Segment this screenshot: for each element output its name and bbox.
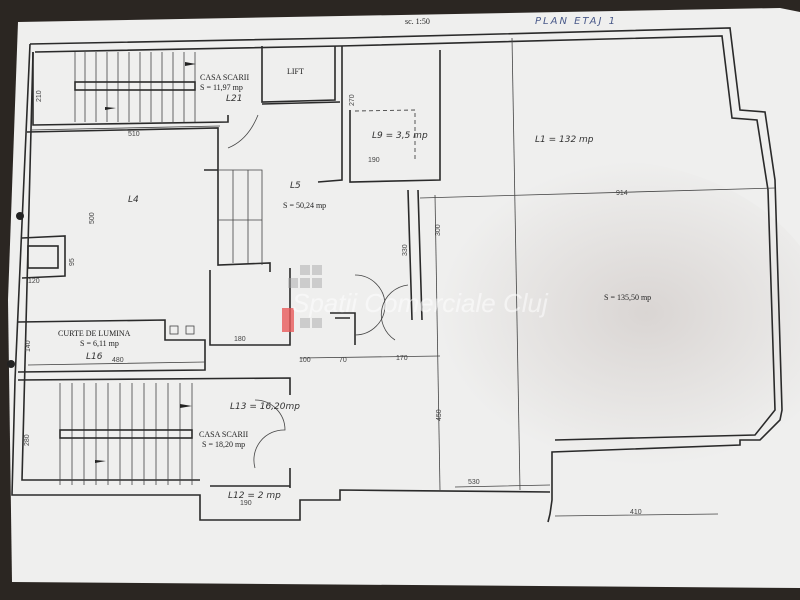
pin-dot (16, 212, 24, 220)
svg-text:270: 270 (349, 94, 356, 106)
svg-text:180: 180 (234, 336, 246, 343)
stair-bottom-name: CASA SCARII (199, 430, 248, 439)
svg-text:170: 170 (396, 355, 408, 362)
l9-label: L9 = 3,5 mp (372, 131, 428, 141)
svg-text:280: 280 (24, 434, 31, 446)
svg-text:510: 510 (128, 131, 140, 138)
svg-text:190: 190 (368, 157, 380, 164)
svg-text:480: 480 (112, 357, 124, 364)
stair-inner (218, 169, 263, 265)
svg-text:100: 100 (299, 357, 311, 364)
pin-dot (7, 360, 15, 368)
shadow (370, 160, 800, 500)
courtyard-name: CURTE DE LUMINA (58, 329, 131, 338)
lift-label: LIFT (287, 67, 304, 76)
svg-text:410: 410 (630, 509, 642, 516)
stair-top-name: CASA SCARII (200, 73, 249, 82)
courtyard-code: L16 (86, 352, 103, 362)
stair-bottom (59, 383, 193, 485)
stair-top-area: S = 11,97 mp (200, 83, 243, 92)
svg-text:330: 330 (402, 244, 409, 256)
l5-area: S = 50,24 mp (283, 201, 326, 210)
svg-text:140: 140 (25, 340, 32, 352)
walls (11, 27, 783, 523)
stair-top (74, 52, 196, 122)
watermark-text: Spatii Comerciale Cluj (292, 288, 549, 318)
svg-text:450: 450 (436, 409, 443, 421)
plan-title: PLAN ETAJ 1 (535, 16, 617, 27)
l1-area: S = 135,50 mp (604, 293, 651, 302)
l5-code: L5 (290, 181, 301, 191)
svg-text:120: 120 (28, 278, 40, 285)
courtyard-area: S = 6,11 mp (80, 339, 119, 348)
l4-code: L4 (128, 195, 139, 205)
scale-label: sc. 1:50 (405, 17, 430, 26)
stair-bottom-label: L13 = 16,20mp (230, 402, 300, 412)
watermark-logo: Spatii Comerciale Cluj (282, 265, 549, 332)
svg-text:300: 300 (435, 224, 442, 236)
doors (227, 114, 409, 469)
svg-text:500: 500 (89, 212, 96, 224)
dimension-labels: 210 510 500 95 120 270 190 330 300 914 1… (24, 90, 719, 517)
svg-text:530: 530 (468, 479, 480, 486)
svg-text:70: 70 (339, 357, 347, 364)
l12-label: L12 = 2 mp (228, 491, 281, 501)
svg-text:210: 210 (36, 90, 43, 102)
l1-label: L1 = 132 mp (535, 135, 594, 145)
stair-bottom-area: S = 18,20 mp (202, 440, 245, 449)
svg-text:190: 190 (240, 500, 252, 507)
svg-text:914: 914 (616, 190, 628, 197)
stair-top-code: L21 (226, 94, 242, 104)
svg-text:95: 95 (69, 258, 76, 266)
